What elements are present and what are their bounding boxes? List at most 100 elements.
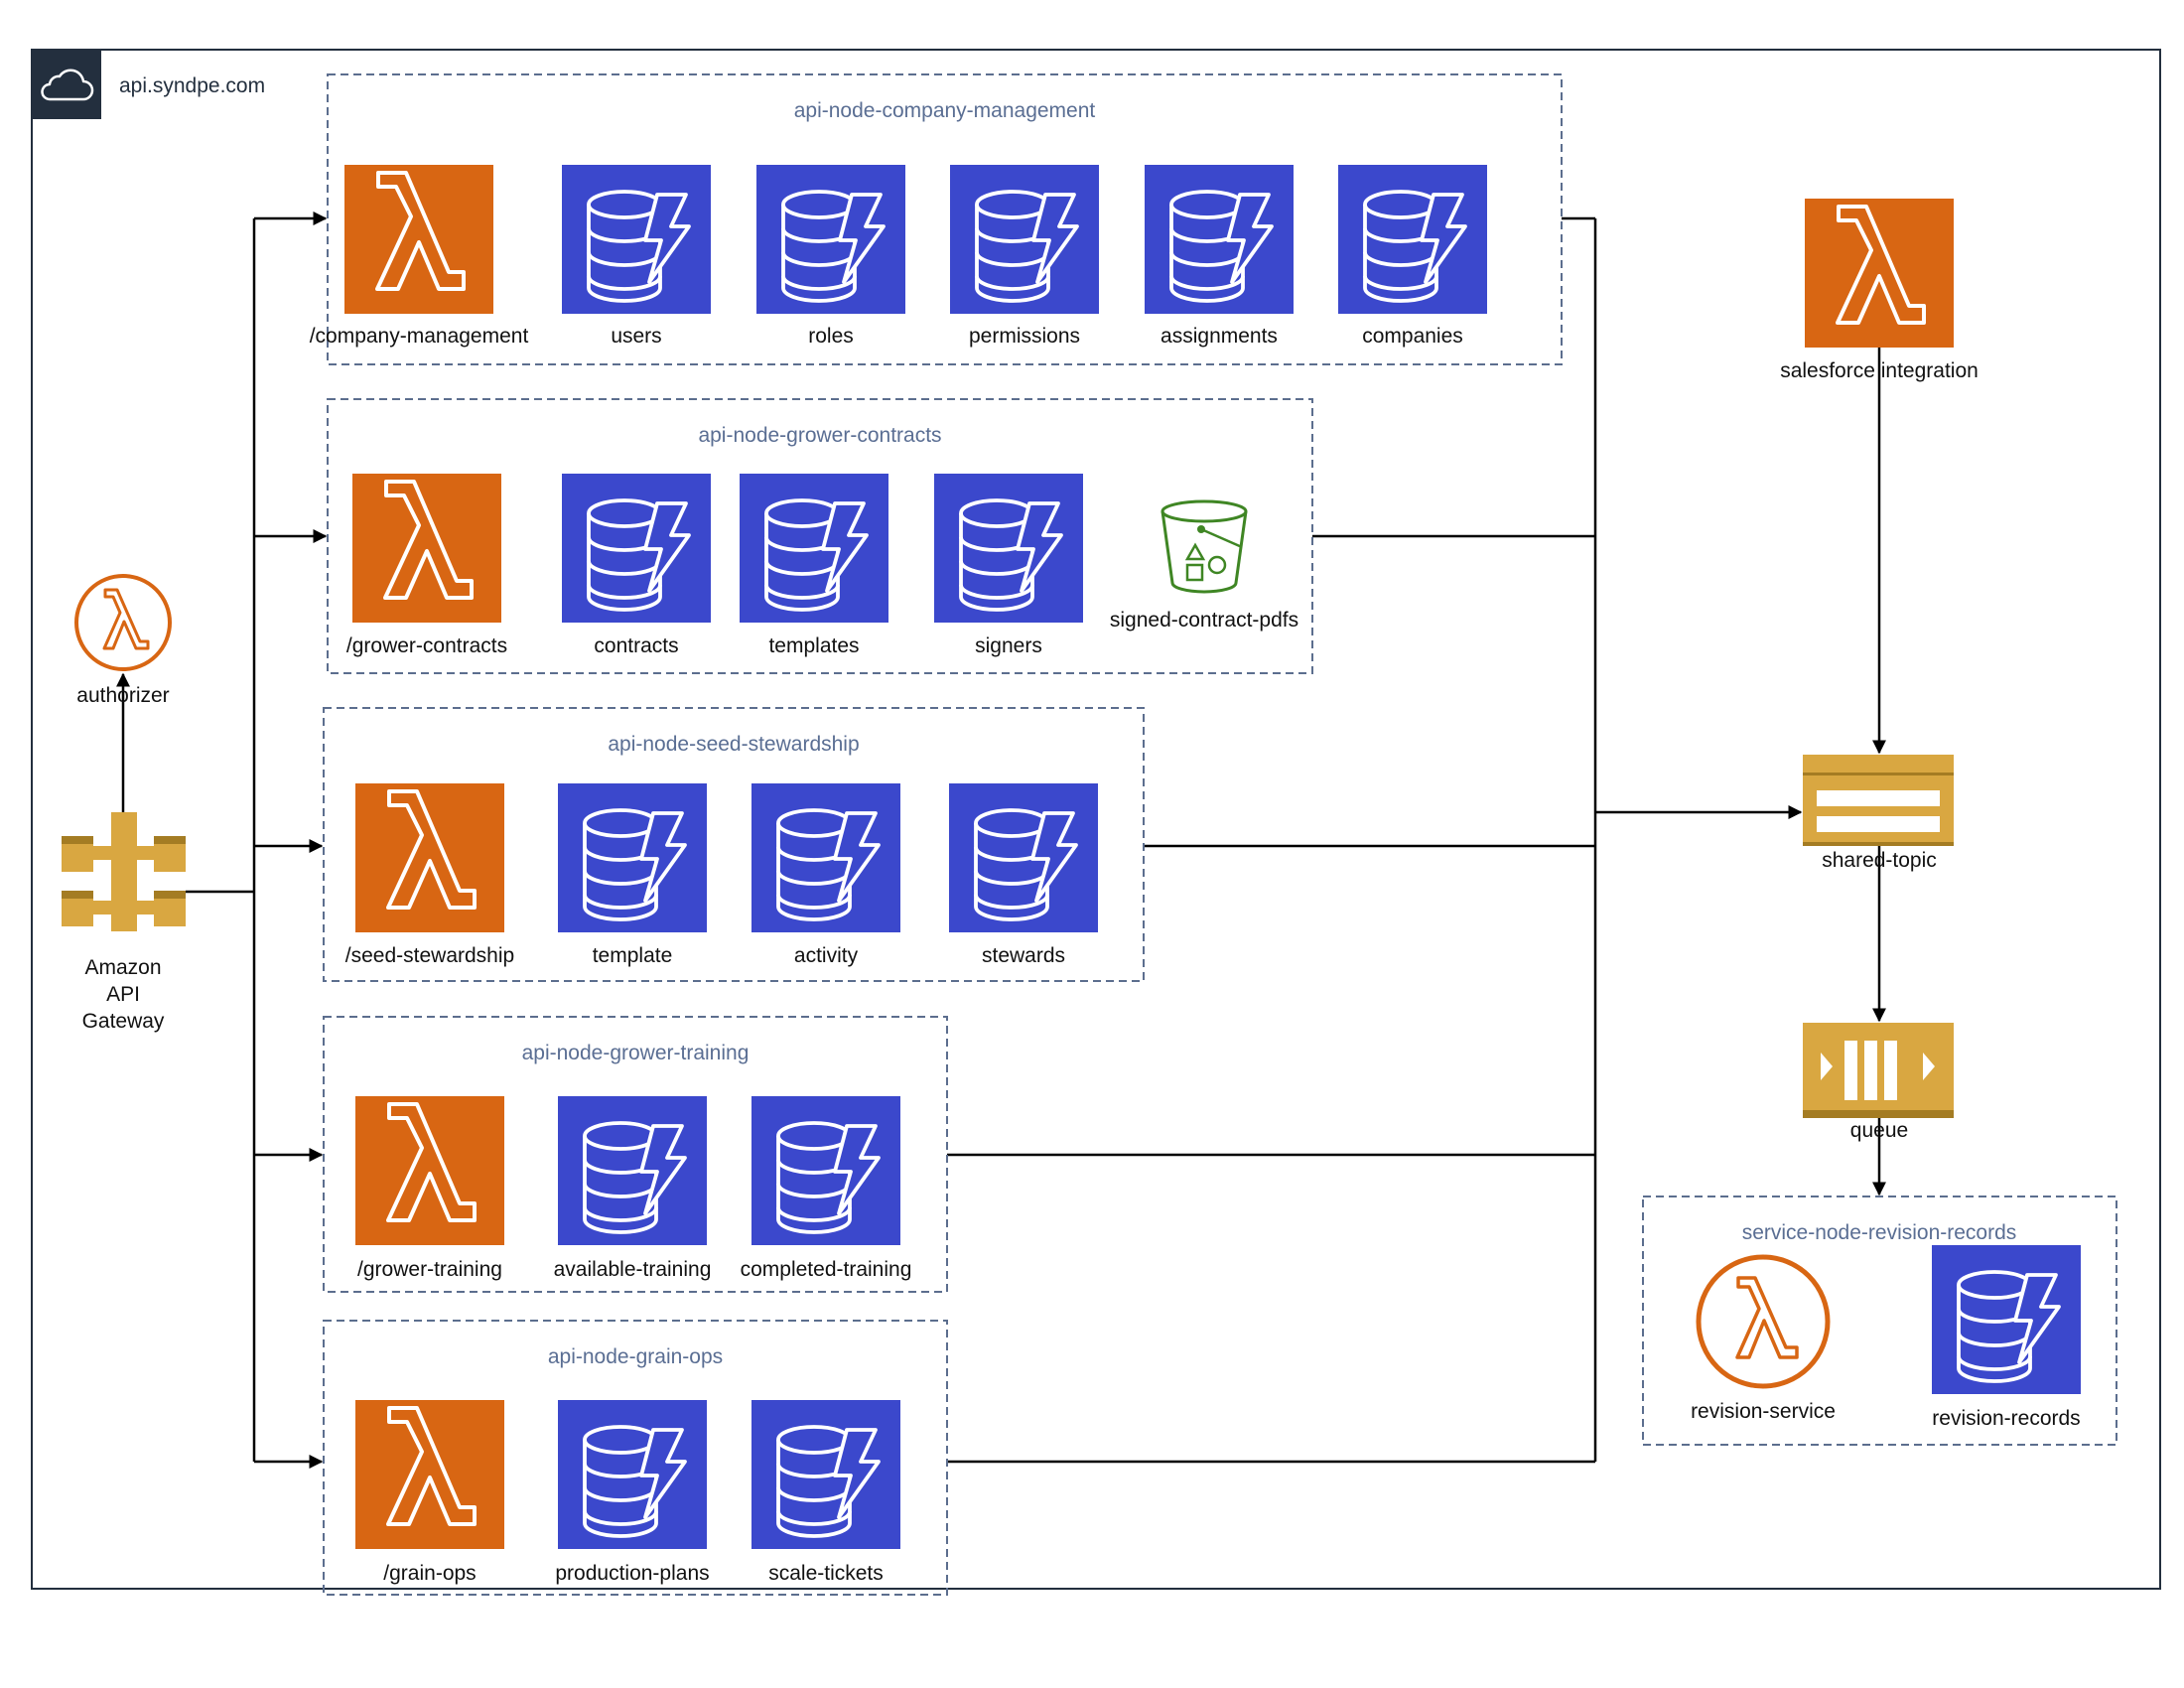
table-label: assignments bbox=[1160, 325, 1278, 348]
lambda-label: /company-management bbox=[310, 325, 529, 348]
dynamodb-table[interactable]: signers bbox=[934, 474, 1083, 657]
service-group-4: api-node-grower-training/grower-training… bbox=[323, 1016, 948, 1293]
dynamodb-icon bbox=[558, 1096, 707, 1245]
group-title: api-node-company-management bbox=[794, 99, 1096, 122]
gateway-label-line-1: Amazon bbox=[84, 956, 161, 979]
revision-records-group: service-node-revision-records revision-s… bbox=[1642, 1196, 2117, 1446]
dynamodb-icon bbox=[562, 165, 711, 314]
dynamodb-icon bbox=[558, 783, 707, 932]
lambda-label: /grower-training bbox=[357, 1258, 502, 1281]
table-label: roles bbox=[808, 325, 854, 348]
sns-topic-icon bbox=[1803, 755, 1954, 846]
dynamodb-table[interactable]: users bbox=[562, 165, 711, 348]
queue-label: queue bbox=[1850, 1119, 1908, 1142]
table-label: templates bbox=[768, 634, 859, 657]
lambda-icon bbox=[344, 165, 493, 314]
dynamodb-icon bbox=[740, 474, 888, 623]
dynamodb-icon bbox=[751, 1400, 900, 1549]
dynamodb-table[interactable]: production-plans bbox=[555, 1400, 710, 1585]
dynamodb-table[interactable]: assignments bbox=[1145, 165, 1294, 348]
dynamodb-table[interactable]: activity bbox=[751, 783, 900, 967]
dynamodb-table[interactable]: stewards bbox=[949, 783, 1098, 967]
lambda-label: /grower-contracts bbox=[346, 634, 507, 657]
table-label: permissions bbox=[969, 325, 1080, 348]
sqs-queue-icon bbox=[1803, 1023, 1954, 1118]
dynamodb-table[interactable]: available-training bbox=[554, 1096, 712, 1281]
table-label: available-training bbox=[554, 1258, 712, 1281]
group-title: api-node-grain-ops bbox=[548, 1345, 723, 1368]
table-label: completed-training bbox=[741, 1258, 912, 1281]
table-label: stewards bbox=[982, 944, 1065, 967]
cloud-title: api.syndpe.com bbox=[119, 74, 265, 97]
table-label: template bbox=[593, 944, 673, 967]
group-box bbox=[323, 1016, 948, 1293]
dynamodb-icon bbox=[1145, 165, 1294, 314]
authorizer-label: authorizer bbox=[76, 684, 169, 707]
lambda-function[interactable]: /grower-training bbox=[355, 1096, 504, 1281]
dynamodb-table[interactable]: permissions bbox=[950, 165, 1099, 348]
lambda-function[interactable]: /grain-ops bbox=[355, 1400, 504, 1585]
lambda-icon bbox=[1805, 199, 1954, 348]
authorizer[interactable]: authorizer bbox=[74, 574, 172, 707]
group-box bbox=[327, 398, 1313, 674]
lambda-function[interactable]: /company-management bbox=[310, 165, 529, 348]
revision-table-label: revision-records bbox=[1932, 1407, 2080, 1430]
lambda-label: /seed-stewardship bbox=[345, 944, 514, 967]
table-label: scale-tickets bbox=[768, 1562, 884, 1585]
queue[interactable]: queue bbox=[1803, 1023, 1954, 1142]
connectors bbox=[116, 211, 1886, 1469]
dynamodb-icon bbox=[1338, 165, 1487, 314]
shared-topic[interactable]: shared-topic bbox=[1803, 755, 1954, 872]
revision-records-table[interactable] bbox=[1932, 1245, 2081, 1394]
group-box bbox=[323, 707, 1145, 982]
lambda-icon bbox=[355, 1400, 504, 1549]
dynamodb-icon bbox=[562, 474, 711, 623]
bucket-label: signed-contract-pdfs bbox=[1110, 609, 1298, 632]
revision-group-box bbox=[1642, 1196, 2117, 1446]
lambda-function[interactable]: /grower-contracts bbox=[346, 474, 507, 657]
dynamodb-table[interactable]: templates bbox=[740, 474, 888, 657]
lambda-label: /grain-ops bbox=[383, 1562, 476, 1585]
dynamodb-table[interactable]: contracts bbox=[562, 474, 711, 657]
api-gateway-icon bbox=[62, 812, 186, 931]
lambda-icon bbox=[355, 1096, 504, 1245]
table-label: signers bbox=[975, 634, 1042, 657]
s3-bucket[interactable]: signed-contract-pdfs bbox=[1110, 499, 1298, 632]
dynamodb-icon bbox=[934, 474, 1083, 623]
cloud-boundary bbox=[31, 49, 2161, 1590]
table-label: production-plans bbox=[555, 1562, 709, 1585]
service-group-2: api-node-grower-contracts/grower-contrac… bbox=[327, 398, 1313, 674]
dynamodb-icon bbox=[949, 783, 1098, 932]
groups-layer: api-node-company-management/company-mana… bbox=[310, 73, 1563, 1596]
service-group-3: api-node-seed-stewardship/seed-stewardsh… bbox=[323, 707, 1145, 982]
revision-service[interactable]: revision-service bbox=[1691, 1254, 1836, 1423]
table-label: users bbox=[611, 325, 661, 348]
group-title: api-node-seed-stewardship bbox=[608, 733, 859, 756]
lambda-icon bbox=[352, 474, 501, 623]
lambda-function[interactable]: /seed-stewardship bbox=[345, 783, 514, 967]
group-title: api-node-grower-contracts bbox=[698, 424, 941, 447]
dynamodb-icon bbox=[751, 783, 900, 932]
table-label: companies bbox=[1362, 325, 1463, 348]
dynamodb-icon bbox=[751, 1096, 900, 1245]
service-group-1: api-node-company-management/company-mana… bbox=[310, 73, 1563, 365]
gateway-label-line-3: Gateway bbox=[82, 1010, 165, 1033]
dynamodb-icon bbox=[1932, 1245, 2081, 1394]
api-gateway[interactable]: Amazon API Gateway bbox=[62, 812, 186, 1033]
dynamodb-table[interactable]: scale-tickets bbox=[751, 1400, 900, 1585]
dynamodb-table[interactable]: roles bbox=[756, 165, 905, 348]
topic-label: shared-topic bbox=[1822, 849, 1937, 872]
dynamodb-icon bbox=[558, 1400, 707, 1549]
lambda-icon bbox=[355, 783, 504, 932]
group-box bbox=[323, 1320, 948, 1596]
dynamodb-icon bbox=[950, 165, 1099, 314]
dynamodb-table[interactable]: companies bbox=[1338, 165, 1487, 348]
dynamodb-table[interactable]: template bbox=[558, 783, 707, 967]
revision-group-title: service-node-revision-records bbox=[1742, 1221, 2017, 1244]
dynamodb-table[interactable]: completed-training bbox=[741, 1096, 912, 1281]
group-title: api-node-grower-training bbox=[522, 1042, 750, 1064]
salesforce-integration[interactable] bbox=[1805, 199, 1954, 348]
salesforce-label: salesforce integration bbox=[1780, 359, 1979, 382]
service-group-5: api-node-grain-ops/grain-ops production-p… bbox=[323, 1320, 948, 1596]
